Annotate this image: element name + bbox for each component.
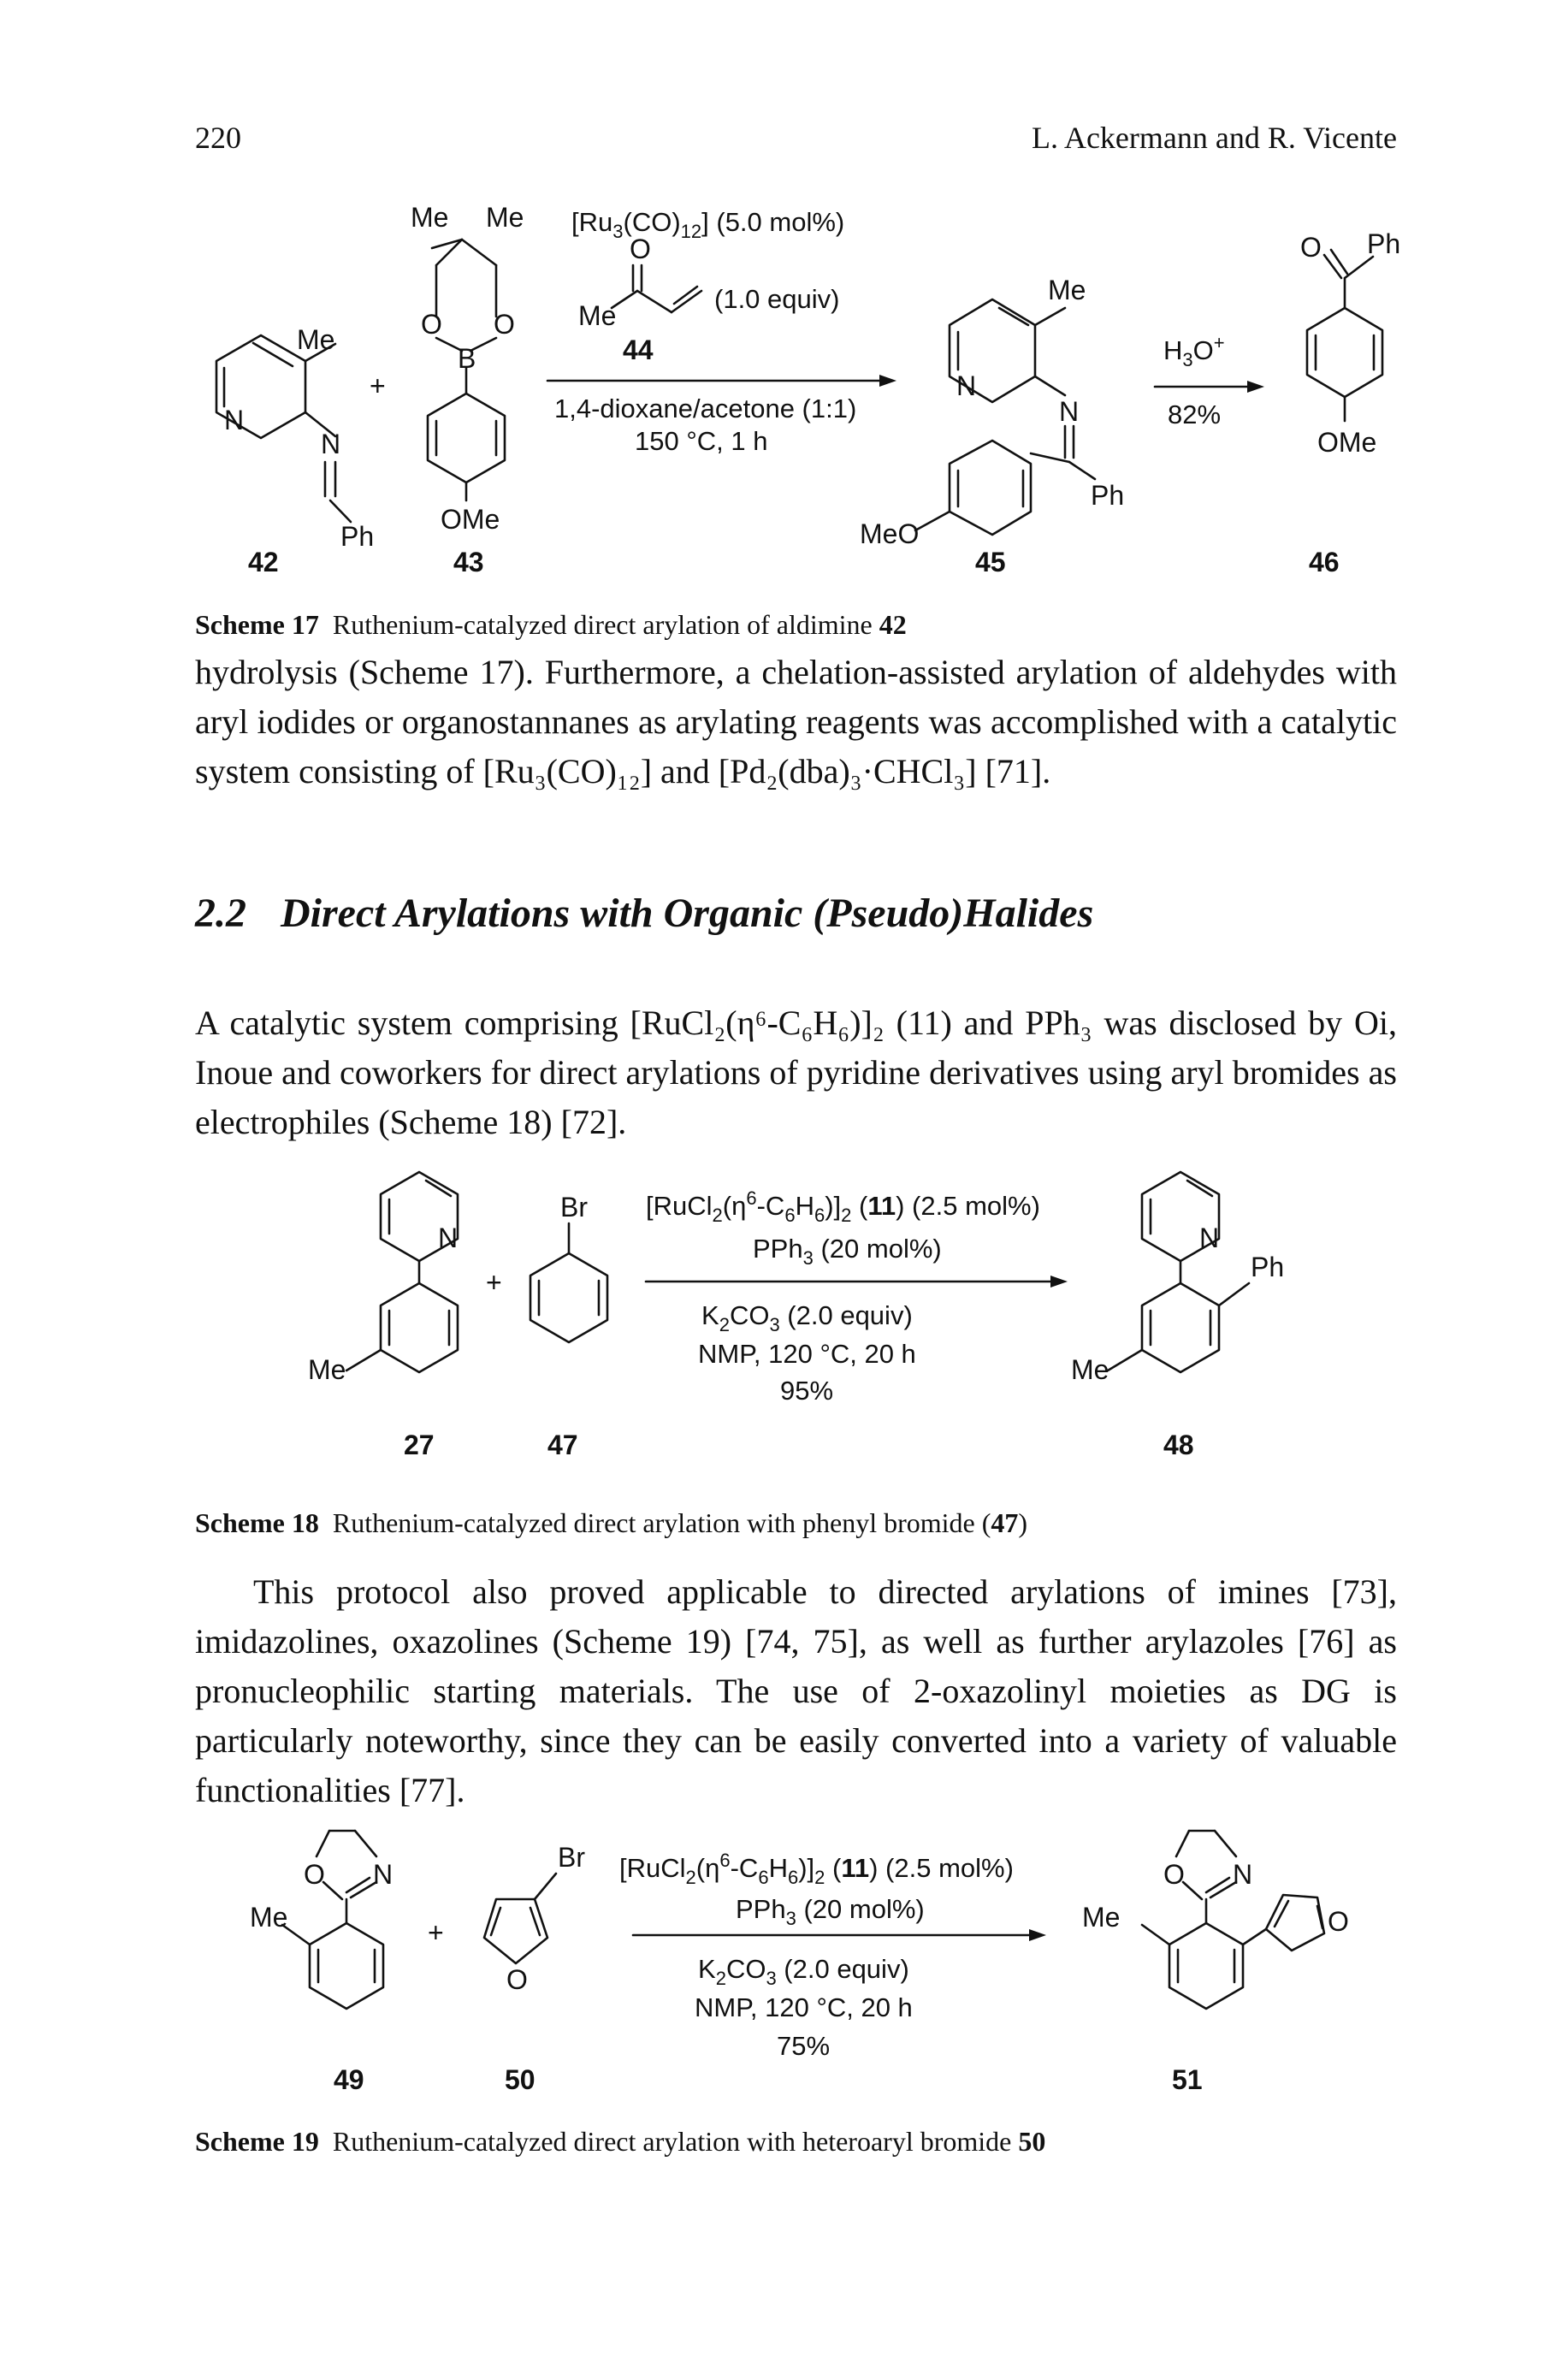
compound-number: 48 [1163, 1430, 1194, 1460]
label-n: N [1059, 396, 1079, 427]
label-o: O [494, 309, 515, 340]
scheme-19-conditions: [RuCl2(η6-C6H6)]2 (11) (2.5 mol%) PPh3 (… [619, 1850, 1046, 2061]
label-ome: OMe [441, 504, 500, 535]
label-meo: MeO [860, 518, 919, 549]
scheme-17-figure: Me N N Ph + Me Me O O B OMe [Ru3(CO)12] … [215, 202, 1400, 577]
svg-text:NMP, 120 °C, 20 h: NMP, 120 °C, 20 h [695, 1992, 913, 2022]
svg-text:[Ru3(CO)12] (5.0 mol%): [Ru3(CO)12] (5.0 mol%) [571, 207, 844, 242]
svg-text:(1.0 equiv): (1.0 equiv) [714, 284, 839, 314]
label-me: Me [1082, 1902, 1120, 1933]
compound-number: 42 [248, 547, 279, 577]
svg-text:PPh3 (20 mol%): PPh3 (20 mol%) [753, 1234, 942, 1269]
section-title: Direct Arylations with Organic (Pseudo)H… [281, 891, 1094, 936]
compound-47-structure: Br [529, 1192, 609, 1344]
compound-number: 51 [1172, 2064, 1203, 2095]
scheme-17-conditions: [Ru3(CO)12] (5.0 mol%) O Me (1.0 equiv) … [546, 207, 896, 456]
svg-text:150 °C, 1 h: 150 °C, 1 h [635, 426, 767, 456]
label-me: Me [308, 1354, 346, 1385]
plus-sign: + [486, 1267, 502, 1298]
label-n: N [1233, 1859, 1252, 1890]
compound-number: 50 [505, 2064, 535, 2095]
scheme-17-caption: Scheme 17 Ruthenium-catalyzed direct ary… [195, 609, 907, 640]
label-n: N [1199, 1223, 1219, 1253]
label-ph: Ph [1367, 228, 1400, 259]
label-me: Me [250, 1902, 287, 1933]
compound-number: 47 [547, 1430, 578, 1460]
label-me: Me [1071, 1354, 1109, 1385]
compound-number: 45 [975, 547, 1006, 577]
compound-48-structure: N Ph Me [1071, 1170, 1284, 1385]
label-o: O [304, 1859, 325, 1890]
compound-27-structure: N Me [308, 1170, 459, 1385]
compound-number: 43 [453, 547, 484, 577]
compound-51-structure: O N Me O [1082, 1829, 1349, 2010]
plus-sign: + [428, 1917, 444, 1948]
label-ph: Ph [1251, 1252, 1284, 1282]
svg-text:K2CO3 (2.0 equiv): K2CO3 (2.0 equiv) [701, 1300, 913, 1335]
paragraph-1: hydrolysis (Scheme 17). Furthermore, a c… [195, 653, 1397, 790]
compound-50-structure: Br O [482, 1842, 585, 1995]
compound-43-structure: Me Me O O B OMe [411, 202, 524, 535]
label-n: N [438, 1223, 458, 1253]
label-o: O [630, 234, 651, 264]
running-head: L. Ackermann and R. Vicente [1031, 121, 1397, 155]
plus-sign: + [370, 370, 386, 401]
svg-text:K2CO3 (2.0 equiv): K2CO3 (2.0 equiv) [698, 1954, 909, 1989]
svg-text:82%: 82% [1168, 400, 1221, 429]
label-o: O [1328, 1906, 1349, 1937]
scheme-19-figure: O N Me + Br O [RuCl2(η6-C6H6)]2 (11) (2.… [250, 1829, 1349, 2095]
label-o: O [421, 309, 442, 340]
svg-text:95%: 95% [780, 1376, 833, 1406]
label-o: O [1300, 232, 1322, 263]
label-n: N [373, 1859, 393, 1890]
label-ph: Ph [340, 521, 374, 552]
compound-45-structure: Me N N Ph MeO [860, 275, 1124, 549]
label-o: O [1163, 1859, 1185, 1890]
svg-text:[RuCl2(η6-C6H6)]2 (11) (2.5 mo: [RuCl2(η6-C6H6)]2 (11) (2.5 mol%) [619, 1850, 1014, 1888]
label-me: Me [486, 202, 524, 233]
page-number: 220 [195, 121, 241, 155]
compound-46-structure: O Ph OMe [1300, 228, 1400, 458]
compound-number: 46 [1309, 547, 1340, 577]
label-ph: Ph [1091, 480, 1124, 511]
compound-number: 49 [334, 2064, 364, 2095]
svg-text:1,4-dioxane/acetone (1:1): 1,4-dioxane/acetone (1:1) [554, 394, 856, 423]
paragraph-3: This protocol also proved applicable to … [195, 1572, 1397, 1809]
svg-text:[RuCl2(η6-C6H6)]2 (11) (2.5 mo: [RuCl2(η6-C6H6)]2 (11) (2.5 mol%) [646, 1187, 1040, 1226]
label-o: O [506, 1964, 528, 1995]
svg-text:44: 44 [623, 334, 654, 365]
section-heading: 2.2 Direct Arylations with Organic (Pseud… [195, 890, 1127, 937]
svg-text:NMP, 120 °C, 20 h: NMP, 120 °C, 20 h [698, 1339, 916, 1369]
svg-text:75%: 75% [777, 2031, 830, 2061]
label-me: Me [1048, 275, 1086, 305]
scheme-18-conditions: [RuCl2(η6-C6H6)]2 (11) (2.5 mol%) PPh3 (… [644, 1187, 1068, 1406]
scheme-18-figure: N Me + Br [RuCl2(η6-C6H6)]2 (11) (2.5 mo… [308, 1170, 1284, 1460]
label-n: N [321, 429, 340, 459]
hydrolysis-step: H3O+ 82% [1153, 332, 1264, 429]
scheme-18-caption: Scheme 18 Ruthenium-catalyzed direct ary… [195, 1507, 1028, 1538]
label-me: Me [297, 324, 334, 355]
label-b: B [458, 343, 476, 374]
label-br: Br [560, 1192, 588, 1223]
compound-49-structure: O N Me [250, 1829, 393, 2010]
svg-text:H3O+: H3O+ [1163, 332, 1225, 370]
label-me: Me [411, 202, 448, 233]
label-me: Me [578, 300, 616, 331]
label-ome: OMe [1317, 427, 1376, 458]
section-number: 2.2 [195, 891, 246, 936]
scheme-19-caption: Scheme 19 Ruthenium-catalyzed direct ary… [195, 2126, 1046, 2157]
compound-number: 27 [404, 1430, 435, 1460]
label-n: N [956, 370, 976, 401]
svg-text:PPh3 (20 mol%): PPh3 (20 mol%) [736, 1894, 925, 1929]
label-n: N [224, 405, 244, 435]
compound-42-structure: Me N N Ph [215, 324, 374, 552]
label-br: Br [558, 1842, 585, 1873]
paragraph-2: A catalytic system comprising [RuCl₂(η⁶-… [195, 1003, 1397, 1141]
